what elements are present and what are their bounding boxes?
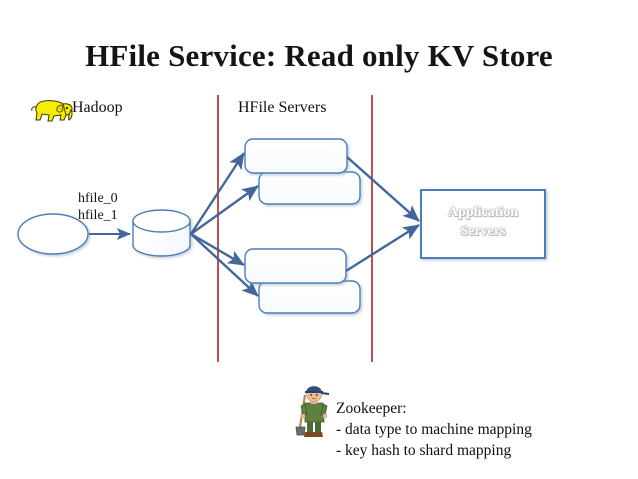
hfile-label-1: hfile_1 bbox=[78, 208, 118, 223]
zookeeper-bullet-2: - key hash to shard mapping bbox=[336, 442, 512, 459]
hdfs-cylinder bbox=[132, 209, 191, 257]
hfile-label-0: hfile_0 bbox=[78, 191, 118, 206]
zookeeper-bullet-1: - data type to machine mapping bbox=[336, 421, 532, 438]
hfile-server-box-3 bbox=[244, 248, 347, 284]
hfile-transfer-labels: hfile_0 hfile_1 bbox=[78, 190, 118, 224]
lane-separator-left bbox=[217, 95, 219, 362]
lane-separator-right bbox=[371, 95, 373, 362]
zookeeper-title: Zookeeper: bbox=[336, 400, 407, 417]
arrow-server-1-to-app-servers bbox=[346, 156, 420, 222]
arrow-cylinder-to-server-3 bbox=[190, 232, 245, 267]
source-ellipse bbox=[17, 213, 89, 255]
arrow-cylinder-to-server-4 bbox=[190, 233, 259, 297]
arrow-server-3-to-app-servers bbox=[345, 223, 420, 273]
lane-label-hadoop: Hadoop bbox=[72, 99, 123, 116]
application-servers-box bbox=[420, 189, 546, 259]
arrow-cylinder-to-server-1 bbox=[189, 152, 246, 235]
hfile-server-box-1 bbox=[244, 138, 348, 174]
lane-label-hfile-servers: HFile Servers bbox=[238, 99, 327, 116]
arrow-cylinder-to-server-2 bbox=[190, 185, 259, 235]
hfile-server-box-2 bbox=[258, 171, 361, 205]
hfile-server-box-4 bbox=[258, 280, 361, 314]
page-title: HFile Service: Read only KV Store bbox=[85, 38, 553, 73]
hadoop-elephant-icon bbox=[31, 100, 73, 122]
zookeeper-annotation: Zookeeper: - data type to machine mappin… bbox=[336, 398, 532, 461]
zookeeper-figure-icon bbox=[295, 385, 329, 437]
